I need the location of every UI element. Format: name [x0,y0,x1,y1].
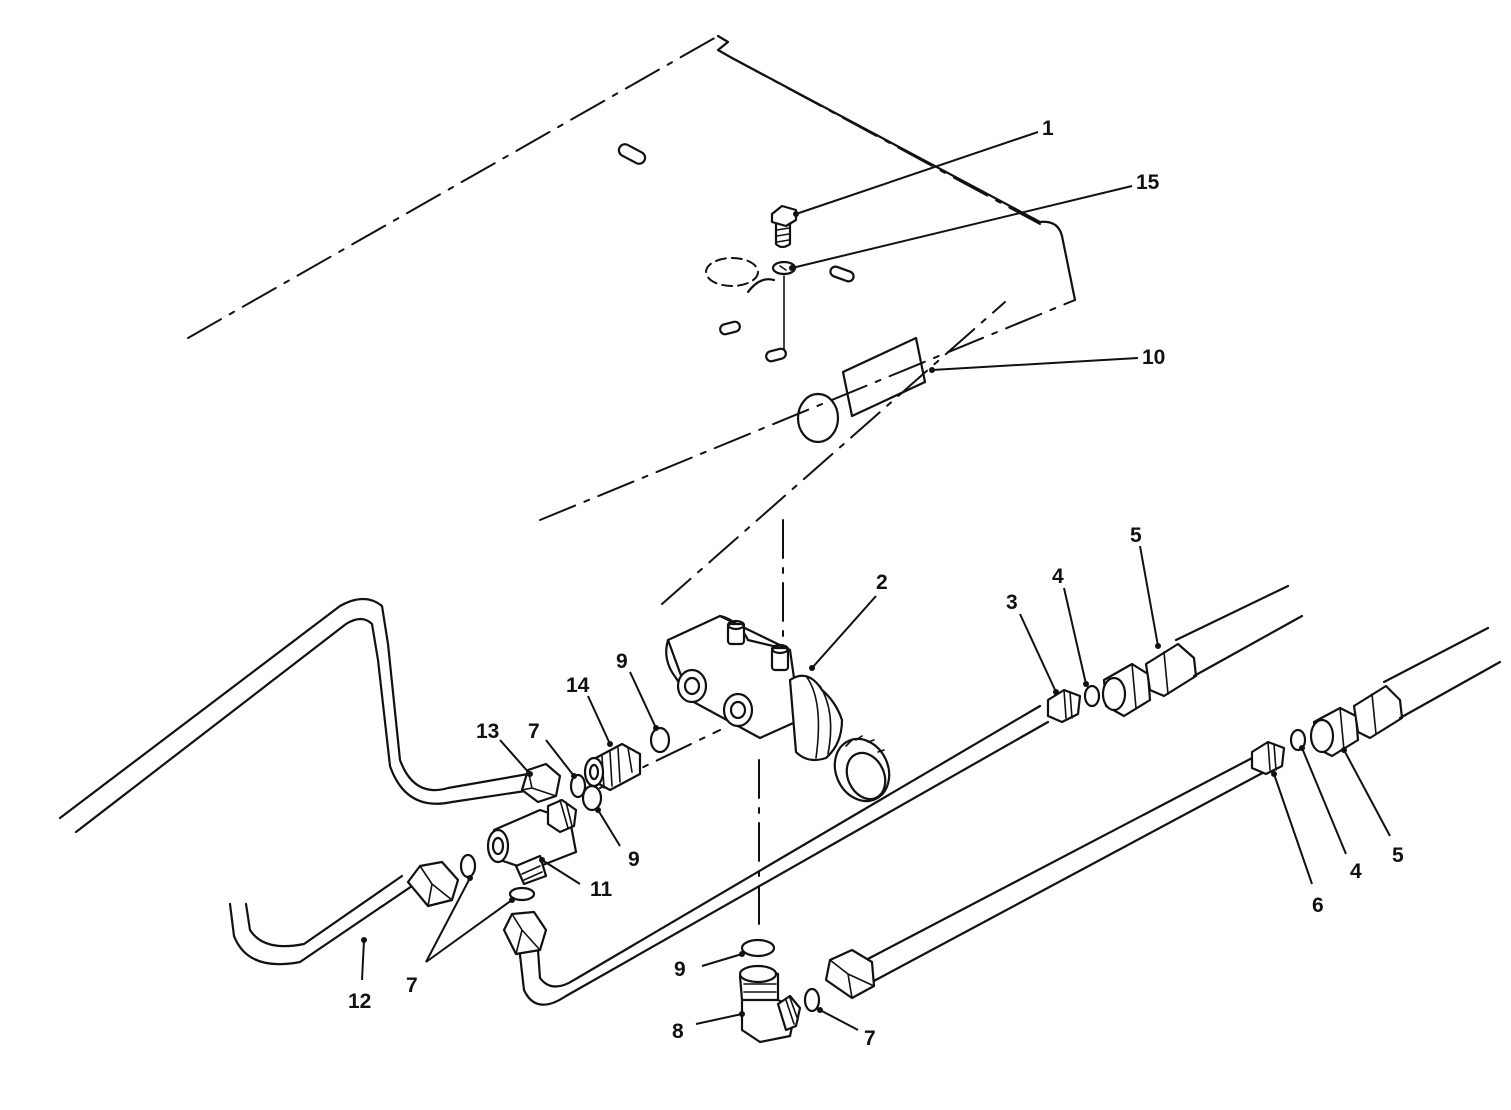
callout-5-upper: 5 [1130,524,1142,547]
callout-labels: 1 15 10 2 3 4 5 9 14 7 13 9 11 12 7 9 8 … [348,117,1404,1050]
callout-7-bottom: 7 [864,1027,876,1050]
tube-nut-13 [520,762,562,804]
callout-9-middle: 9 [628,848,640,871]
mounting-plate [187,34,1077,605]
callout-9-top: 9 [616,650,628,673]
tube-nut-middle [502,910,548,956]
o-ring-7c [508,886,536,902]
hex-screw [770,204,798,249]
hose-5-lower [1309,626,1502,758]
callout-5-lower: 5 [1392,844,1404,867]
callout-4-upper: 4 [1052,565,1064,588]
o-ring-7b [459,853,477,879]
callout-15: 15 [1136,171,1160,194]
o-ring-9c [740,938,776,958]
callout-12: 12 [348,990,371,1013]
middle-tube [518,704,1050,1006]
callout-3: 3 [1006,591,1018,614]
callout-11: 11 [590,878,613,901]
tee-fitting [486,798,578,886]
o-ring-4a [1083,684,1101,708]
tube-nut-lower [824,948,876,1000]
callout-6: 6 [1312,894,1324,917]
valve-body [665,614,891,803]
callout-9-bottom: 9 [674,958,686,981]
callout-13: 13 [476,720,499,743]
o-ring-9a [649,726,671,754]
union-fitting [583,742,642,792]
o-ring-4b [1289,728,1307,752]
leader-lines [361,131,1391,1031]
o-ring-7d [803,987,821,1013]
o-ring-9b [581,784,603,812]
callout-1: 1 [1042,117,1054,140]
callout-4-lower: 4 [1350,860,1362,883]
lower-left-tube [228,874,414,966]
callout-7-lower: 7 [406,974,418,997]
callout-14: 14 [566,674,590,697]
tube-nut-12 [406,860,460,908]
callout-2: 2 [876,571,888,594]
elbow-fitting [738,964,802,1044]
connector-3 [1046,688,1082,724]
callout-8: 8 [672,1020,684,1043]
hose-5-upper [1101,584,1304,718]
lower-tube [860,754,1270,984]
callout-10: 10 [1142,346,1165,369]
connector-6 [1250,740,1286,776]
callout-7-upper: 7 [528,720,540,743]
upper-tube [58,597,534,834]
o-ring-7a [569,773,587,799]
